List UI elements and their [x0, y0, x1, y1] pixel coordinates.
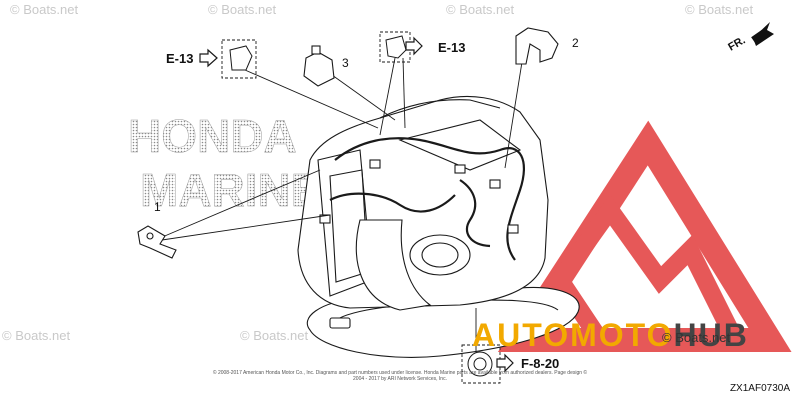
arrow-right-f820 — [496, 353, 514, 373]
leader-lines — [159, 57, 523, 352]
wire-harness-main — [334, 137, 525, 261]
callout-1: 1 — [154, 200, 161, 214]
copyright-notice: © 2008-2017 American Honda Motor Co., In… — [212, 370, 588, 382]
arrow-right-e13 — [405, 36, 423, 56]
automotohub-logo-mark — [497, 120, 792, 352]
ref-label-f820: F-8-20 — [521, 356, 560, 371]
ref-bottom-part — [467, 351, 493, 377]
background-brand-lettering: HONDA MARINE — [128, 110, 322, 217]
engine-assembly — [297, 95, 580, 358]
callout-3: 3 — [342, 56, 349, 70]
brand-part1: AUTOMOTO — [472, 317, 674, 353]
engine-boss — [409, 234, 471, 276]
watermark-top-2: © Boats.net — [208, 2, 277, 17]
ref-box-left — [221, 39, 257, 79]
ref-left-part — [229, 45, 253, 71]
callout-2: 2 — [572, 36, 579, 50]
front-direction-arrow — [751, 22, 774, 46]
watermark-top-4: © Boats.net — [685, 2, 754, 17]
part-3-clip — [303, 45, 335, 87]
intake-tube — [355, 219, 432, 311]
arrow-left-e13 — [199, 48, 218, 68]
watermark-bottom-right: © Boats.net — [662, 330, 731, 345]
ref-right-part — [385, 35, 407, 59]
harness-clamp — [454, 164, 466, 174]
brand-text-part1: AUTOMOTOHUB — [472, 317, 749, 354]
ref-label-e13-right: E-13 — [438, 40, 466, 55]
watermark-top-1: © Boats.net — [10, 2, 79, 17]
background-brand-line2: MARINE — [140, 164, 321, 216]
watermark-bottom-left: © Boats.net — [2, 328, 71, 343]
ref-label-e13-left: E-13 — [166, 51, 194, 66]
reference-arrows — [199, 36, 514, 373]
watermark-top-3: © Boats.net — [446, 2, 515, 17]
watermark-bottom-mid: © Boats.net — [240, 328, 309, 343]
part-2-bracket — [515, 27, 559, 65]
harness-clamp — [369, 159, 381, 169]
harness-clamp — [319, 214, 331, 224]
brand-part2: HUB — [673, 317, 749, 353]
harness-clamp — [489, 179, 501, 189]
wire-harness-secondary — [329, 192, 456, 213]
diagram-code: ZX1AF0730A — [729, 383, 790, 394]
background-brand-line1: HONDA — [128, 110, 297, 162]
part-1-bracket — [137, 225, 177, 259]
harness-clamp — [507, 224, 519, 234]
lower-fitting — [329, 317, 351, 329]
